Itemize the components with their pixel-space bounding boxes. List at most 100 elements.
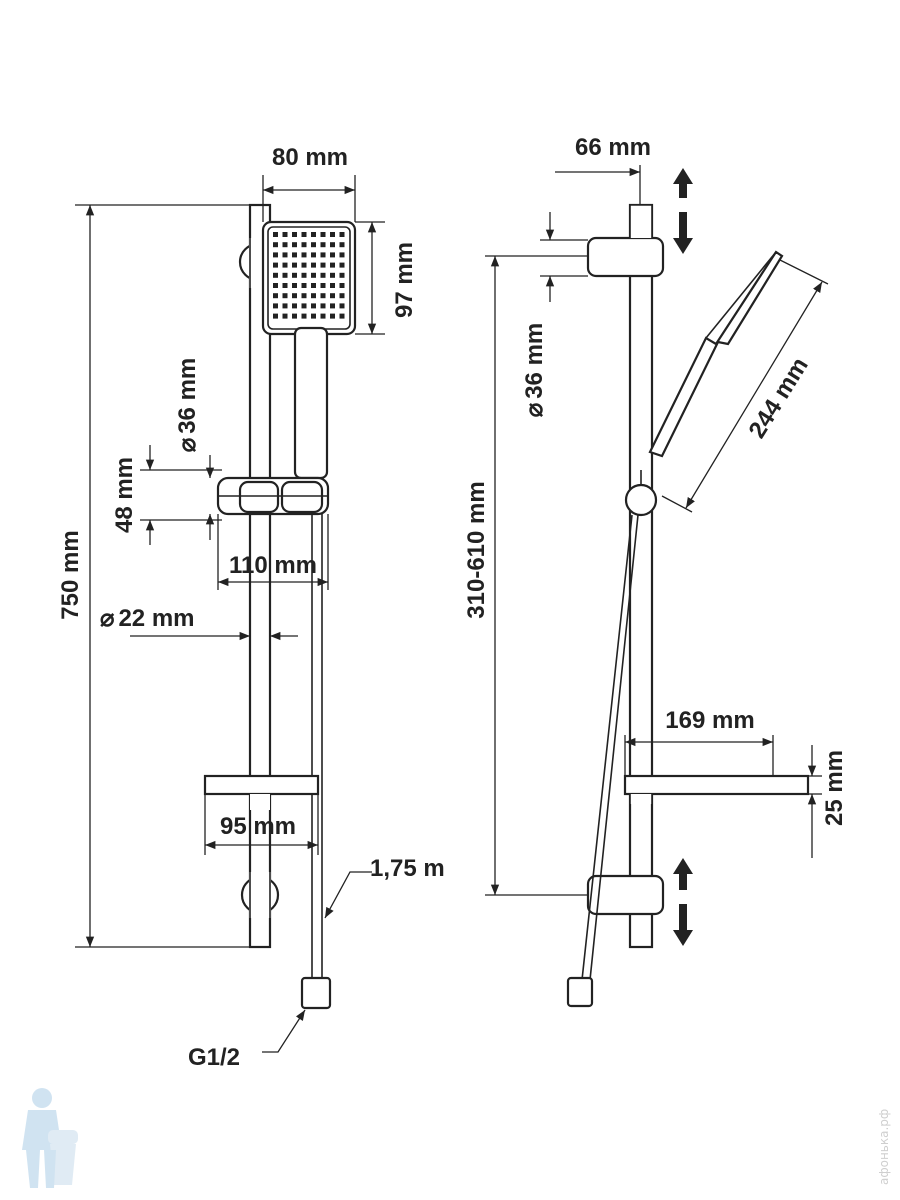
nozzle — [273, 313, 278, 319]
nozzle — [273, 232, 278, 237]
nozzle — [311, 272, 316, 278]
dim-shelf-width: 95 mm — [220, 813, 296, 840]
nozzle — [339, 242, 345, 248]
nozzle — [282, 303, 288, 309]
nozzle — [330, 262, 335, 268]
nozzle — [292, 283, 297, 288]
nozzle — [301, 313, 307, 319]
nozzle — [320, 232, 326, 237]
nozzle — [311, 283, 316, 288]
dim-rail-diameter: ⌀22 mm — [100, 605, 195, 632]
nozzle — [282, 252, 288, 258]
side-slider-knob — [624, 483, 658, 517]
dim-shelf-height: 25 mm — [821, 750, 848, 826]
nozzle — [282, 313, 288, 319]
nozzle — [339, 252, 345, 258]
soap-shelf — [203, 774, 320, 796]
dim-holder-diameter: ⌀36 mm — [174, 358, 201, 453]
nozzle — [330, 293, 335, 299]
nozzle — [330, 272, 335, 278]
nozzle — [273, 252, 278, 258]
nozzle — [330, 303, 335, 309]
nozzle — [330, 242, 335, 248]
nozzle — [330, 232, 335, 237]
nozzle — [339, 283, 345, 288]
side-shelf — [623, 774, 810, 796]
nozzle — [301, 232, 307, 237]
nozzle — [301, 303, 307, 309]
nozzle — [339, 313, 345, 319]
dim-bracket-depth: 66 mm — [575, 134, 651, 161]
nozzle — [320, 252, 326, 258]
nozzle — [301, 272, 307, 278]
dim-bracket-diameter: ⌀36 mm — [521, 323, 548, 418]
nozzle — [311, 313, 316, 319]
nozzle — [301, 293, 307, 299]
nozzle — [273, 303, 278, 309]
nozzle — [301, 283, 307, 288]
nozzle — [320, 283, 326, 288]
dim-hose-length: 1,75 m — [370, 855, 445, 882]
adjust-arrow-bottom-icon — [673, 858, 693, 946]
nozzle — [320, 262, 326, 268]
nozzle — [292, 272, 297, 278]
nozzle — [273, 272, 278, 278]
hose-connector — [300, 976, 332, 1010]
nozzle — [292, 232, 297, 237]
nozzle — [339, 262, 345, 268]
plumber-mascot-logo — [22, 1088, 78, 1188]
nozzle — [330, 252, 335, 258]
nozzle — [301, 262, 307, 268]
nozzle — [311, 232, 316, 237]
nozzle — [339, 303, 345, 309]
shower-hose — [311, 514, 323, 978]
watermark-text: афонька.рф — [877, 1109, 891, 1185]
nozzle — [311, 262, 316, 268]
dim-holder-height: 48 mm — [111, 457, 138, 533]
nozzle — [292, 313, 297, 319]
nozzle — [292, 242, 297, 248]
nozzle — [292, 252, 297, 258]
nozzle — [339, 293, 345, 299]
nozzle — [292, 262, 297, 268]
nozzle — [311, 252, 316, 258]
nozzle — [301, 242, 307, 248]
front-view: 80 mm 97 mm 750 mm ⌀36 mm 48 mm 110 mm ⌀… — [57, 144, 445, 1071]
side-rail — [628, 203, 654, 949]
nozzle — [320, 303, 326, 309]
dim-head-height: 97 mm — [391, 242, 418, 318]
nozzle — [292, 303, 297, 309]
nozzle — [282, 242, 288, 248]
adjust-arrow-top-icon — [673, 168, 693, 254]
nozzle — [320, 313, 326, 319]
nozzle — [311, 293, 316, 299]
dim-projection: 110 mm — [229, 552, 317, 579]
nozzle — [339, 272, 345, 278]
nozzle — [320, 293, 326, 299]
side-top-bracket — [586, 236, 665, 278]
dim-shelf-depth: 169 mm — [665, 707, 754, 734]
dim-adjust-range: 310-610 mm — [463, 481, 490, 618]
nozzle — [301, 252, 307, 258]
nozzle — [282, 272, 288, 278]
side-hose-connector — [566, 976, 594, 1008]
nozzle — [282, 262, 288, 268]
dim-handshower-length: 244 mm — [744, 353, 814, 443]
nozzle — [273, 262, 278, 268]
side-hose — [581, 514, 639, 981]
nozzle — [282, 293, 288, 299]
label-connection-thread: G1/2 — [188, 1044, 240, 1071]
nozzle — [292, 293, 297, 299]
shower-nozzle-grid — [273, 232, 345, 319]
nozzle — [273, 242, 278, 248]
nozzle — [311, 303, 316, 309]
nozzle — [311, 242, 316, 248]
dim-head-width: 80 mm — [272, 144, 348, 171]
nozzle — [273, 283, 278, 288]
nozzle — [273, 293, 278, 299]
nozzle — [282, 232, 288, 237]
dim-total-height: 750 mm — [57, 530, 84, 619]
side-view: 66 mm ⌀36 mm 310-610 mm 244 mm 169 mm 25… — [463, 134, 848, 1008]
nozzle — [320, 272, 326, 278]
